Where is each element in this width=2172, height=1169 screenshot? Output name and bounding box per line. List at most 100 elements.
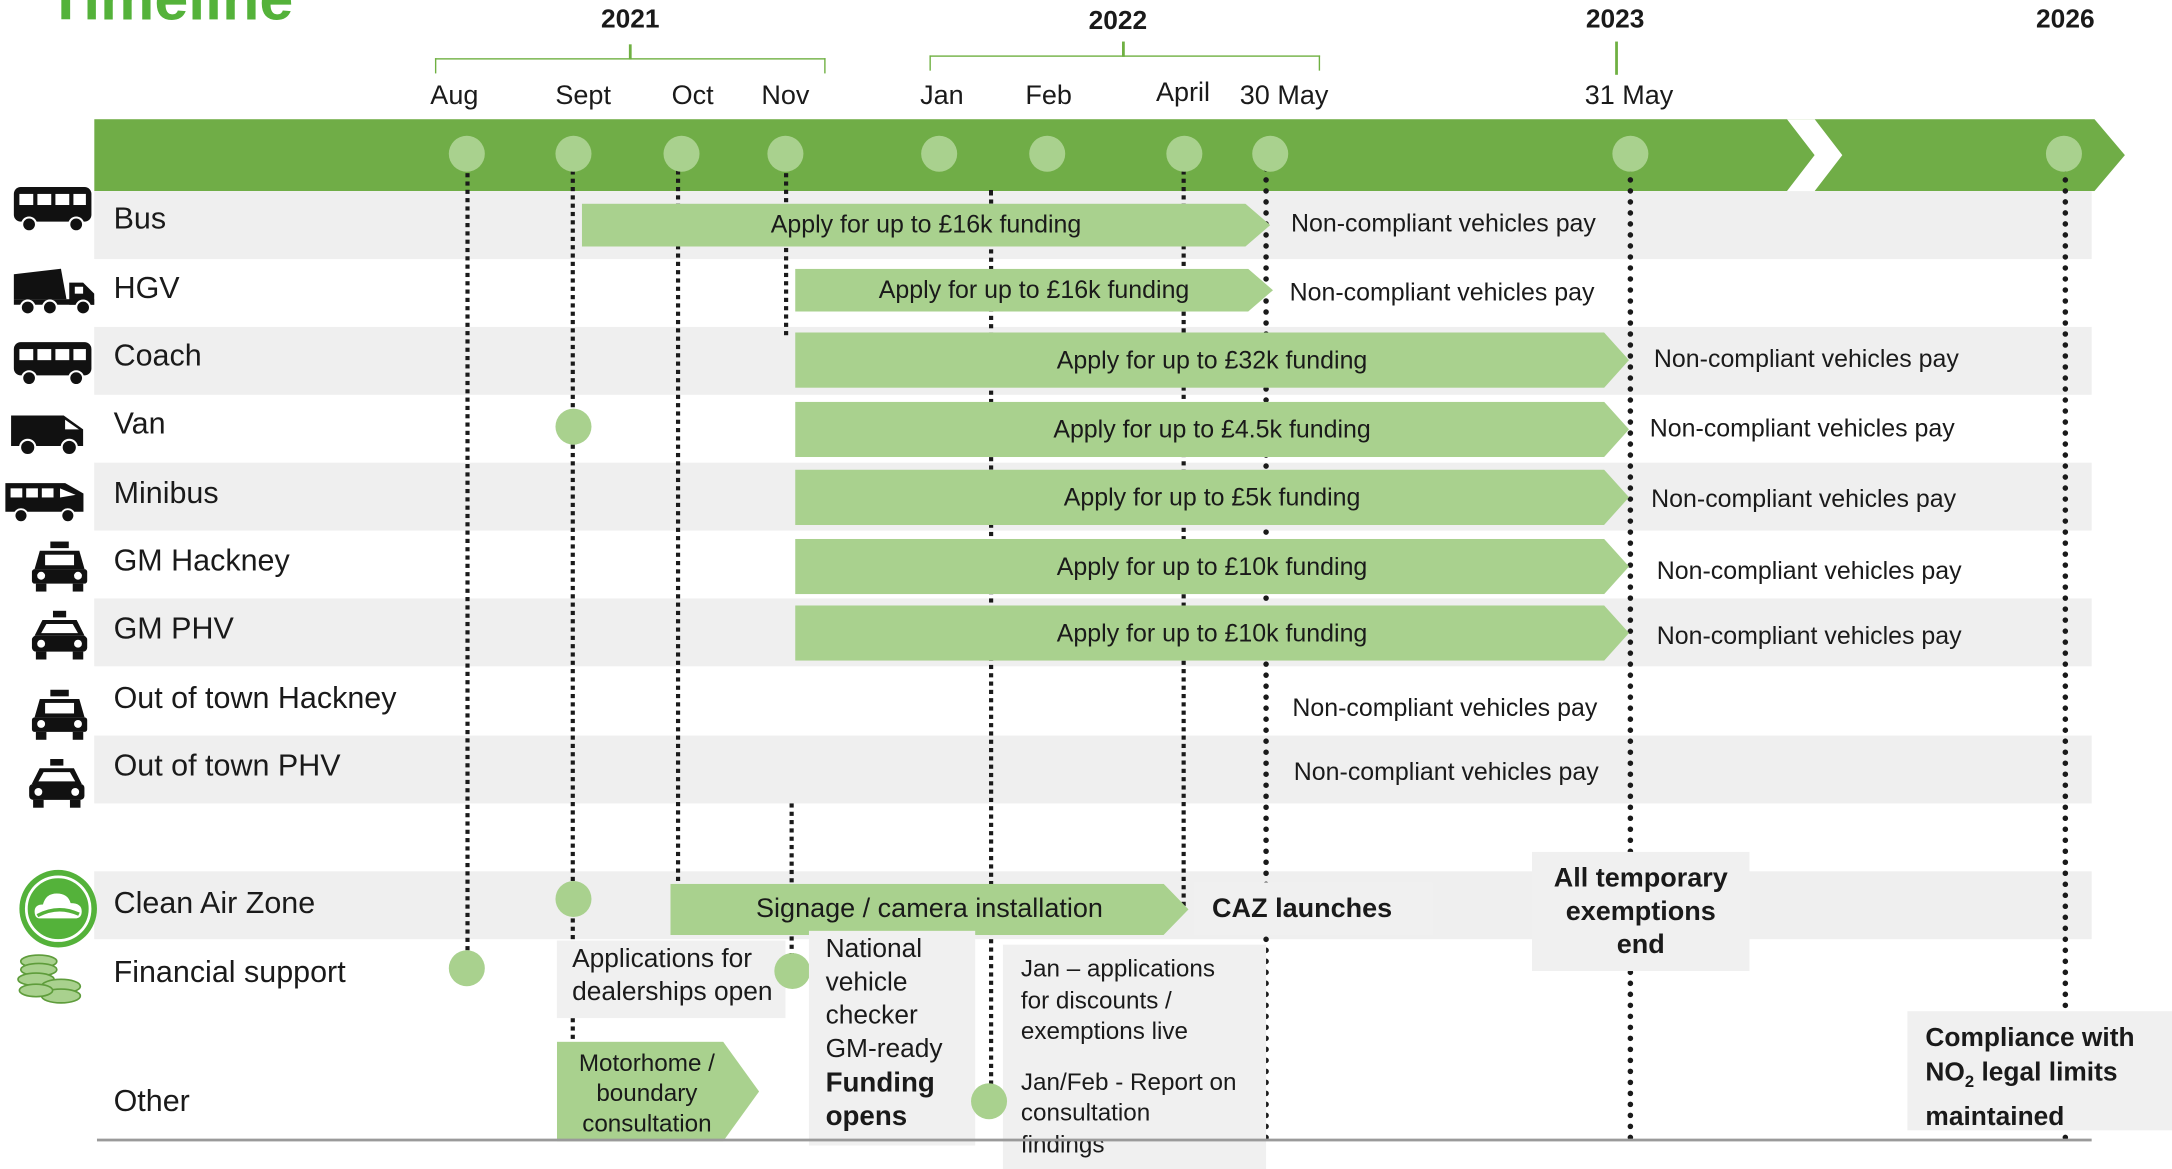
month-31-may: 31 May <box>1584 80 1674 111</box>
dealerships-open-box: Applications for dealerships open <box>556 940 786 1019</box>
bracket-2021 <box>434 58 826 74</box>
marker-2023-stem <box>1615 41 1618 75</box>
row-label-hgv: HGV <box>113 270 180 305</box>
bracket-2021-stem <box>628 44 631 60</box>
report-line-3: findings <box>1020 1129 1105 1158</box>
row-label-bus: Bus <box>113 200 167 236</box>
timeline-dot-nov <box>767 135 804 172</box>
timeline-dot-april <box>1166 135 1203 172</box>
consultation-notes-box: Jan – applications for discounts / exemp… <box>1002 944 1267 1169</box>
van-icon <box>11 415 84 457</box>
month-feb: Feb <box>1025 80 1072 111</box>
bottom-divider <box>96 1138 2092 1141</box>
consultation-line-3: consultation <box>582 1109 712 1138</box>
pay-label-coach: Non-compliant vehicles pay <box>1653 344 1959 373</box>
bracket-2022-stem <box>1122 41 1125 57</box>
taxi-cab-icon <box>31 689 88 740</box>
compliance-line-3: maintained <box>1925 1102 2065 1132</box>
timeline-dot-oct <box>663 135 700 172</box>
row-label-gm-phv: GM PHV <box>113 610 234 646</box>
timeline-dot-jan <box>921 135 958 172</box>
year-2023: 2023 <box>1585 5 1645 35</box>
row-label-other: Other <box>113 1083 190 1118</box>
exemptions-end-line-1: All temporary <box>1553 862 1728 894</box>
timeline-line-april <box>1181 155 1186 906</box>
timeline-arrow <box>94 119 2125 192</box>
row-label-clean-air-zone: Clean Air Zone <box>113 885 316 920</box>
funding-chevron-bus: Apply for up to £16k funding <box>582 204 1270 247</box>
caz-dot-sept <box>555 880 592 918</box>
timeline-dot-feb <box>1029 135 1066 172</box>
cloud-badge-icon <box>19 869 97 948</box>
consultation-line-1: Motorhome / <box>578 1048 715 1077</box>
row-label-van: Van <box>113 405 166 441</box>
compliance-line-2: NO2 legal limits <box>1925 1058 2118 1092</box>
month-sept: Sept <box>555 80 611 111</box>
pay-label-hgv: Non-compliant vehicles pay <box>1289 278 1595 307</box>
timeline-dot-2026 <box>2045 135 2082 172</box>
timeline-line-sept <box>570 155 575 1063</box>
funding-chevron-gm-phv: Apply for up to £10k funding <box>795 605 1629 660</box>
funding-chevron-gm-hackney: Apply for up to £10k funding <box>795 539 1629 594</box>
funding-chevron-minibus: Apply for up to £5k funding <box>795 470 1629 525</box>
timeline-line-oct <box>675 155 681 890</box>
report-dot-feb <box>971 1083 1008 1120</box>
van-dot-sept <box>555 408 592 445</box>
checker-line-4: GM-ready <box>825 1034 943 1064</box>
exemptions-end-box: All temporary exemptions end <box>1532 851 1750 972</box>
funding-chevron-hgv: Apply for up to £16k funding <box>795 269 1273 312</box>
pay-label-van: Non-compliant vehicles pay <box>1649 414 1955 442</box>
year-2021: 2021 <box>600 5 660 35</box>
month-oct: Oct <box>671 80 714 111</box>
jan-applications-line-3: exemptions live <box>1020 1016 1188 1045</box>
bracket-2022 <box>929 55 1321 71</box>
page-title: Timeline <box>47 0 293 30</box>
timeline-dot-aug <box>448 135 485 172</box>
funding-opens-line-1: Funding <box>825 1067 935 1099</box>
month-jan: Jan <box>920 80 964 111</box>
report-line-1: Jan/Feb - Report on <box>1020 1067 1237 1096</box>
bus-icon <box>13 187 92 233</box>
month-aug: Aug <box>430 80 479 111</box>
year-2022: 2022 <box>1088 6 1148 37</box>
timeline-line-31-may <box>1627 155 1634 1142</box>
row-label-financial-support: Financial support <box>113 954 346 990</box>
row-label-minibus: Minibus <box>113 475 219 510</box>
financial-dot-aug <box>448 950 485 987</box>
dealerships-line-2: dealerships open <box>572 977 773 1008</box>
pay-label-out-of-town-hackney: Non-compliant vehicles pay <box>1292 693 1598 722</box>
funding-chevron-van: Apply for up to £4.5k funding <box>795 402 1629 457</box>
dealerships-line-1: Applications for <box>572 944 753 974</box>
exemptions-end-line-2: exemptions <box>1565 896 1716 927</box>
jan-applications-line-2: for discounts / <box>1020 985 1172 1014</box>
row-label-gm-hackney: GM Hackney <box>113 542 290 578</box>
checker-line-2: vehicle <box>825 968 908 998</box>
month-30-may: 30 May <box>1239 80 1329 111</box>
pay-label-out-of-town-phv: Non-compliant vehicles pay <box>1293 757 1599 786</box>
row-band-out-of-town-phv <box>94 735 2092 804</box>
consultation-chevron: Motorhome / boundary consultation <box>557 1042 759 1142</box>
pay-label-bus: Non-compliant vehicles pay <box>1291 209 1596 237</box>
report-line-2: consultation <box>1020 1098 1151 1127</box>
jan-applications-line-1: Jan – applications <box>1020 954 1215 983</box>
timeline-dot-30-may <box>1252 135 1289 172</box>
truck-icon <box>13 268 95 316</box>
pay-label-gm-hackney: Non-compliant vehicles pay <box>1656 556 1962 585</box>
timeline-line-aug <box>465 155 470 969</box>
coins-icon <box>17 954 82 1004</box>
month-april: April <box>1155 77 1210 109</box>
month-nov: Nov <box>761 80 810 111</box>
caz-launch-box: CAZ launches <box>1194 882 1433 936</box>
exemptions-end-line-3: end <box>1616 929 1665 960</box>
consultation-line-2: boundary <box>596 1079 698 1107</box>
pay-label-minibus: Non-compliant vehicles pay <box>1651 484 1957 513</box>
funding-opens-line-2: opens <box>825 1101 908 1132</box>
car-icon <box>31 610 88 660</box>
compliance-line-1: Compliance with <box>1925 1023 2135 1053</box>
signage-installation-chevron: Signage / camera installation <box>670 884 1188 935</box>
timeline-dot-31-may <box>1612 135 1649 172</box>
timeline-line-2026 <box>2062 155 2069 1142</box>
checker-line-1: National <box>825 935 923 965</box>
compliance-box: Compliance with NO2 legal limits maintai… <box>1907 1011 2172 1131</box>
